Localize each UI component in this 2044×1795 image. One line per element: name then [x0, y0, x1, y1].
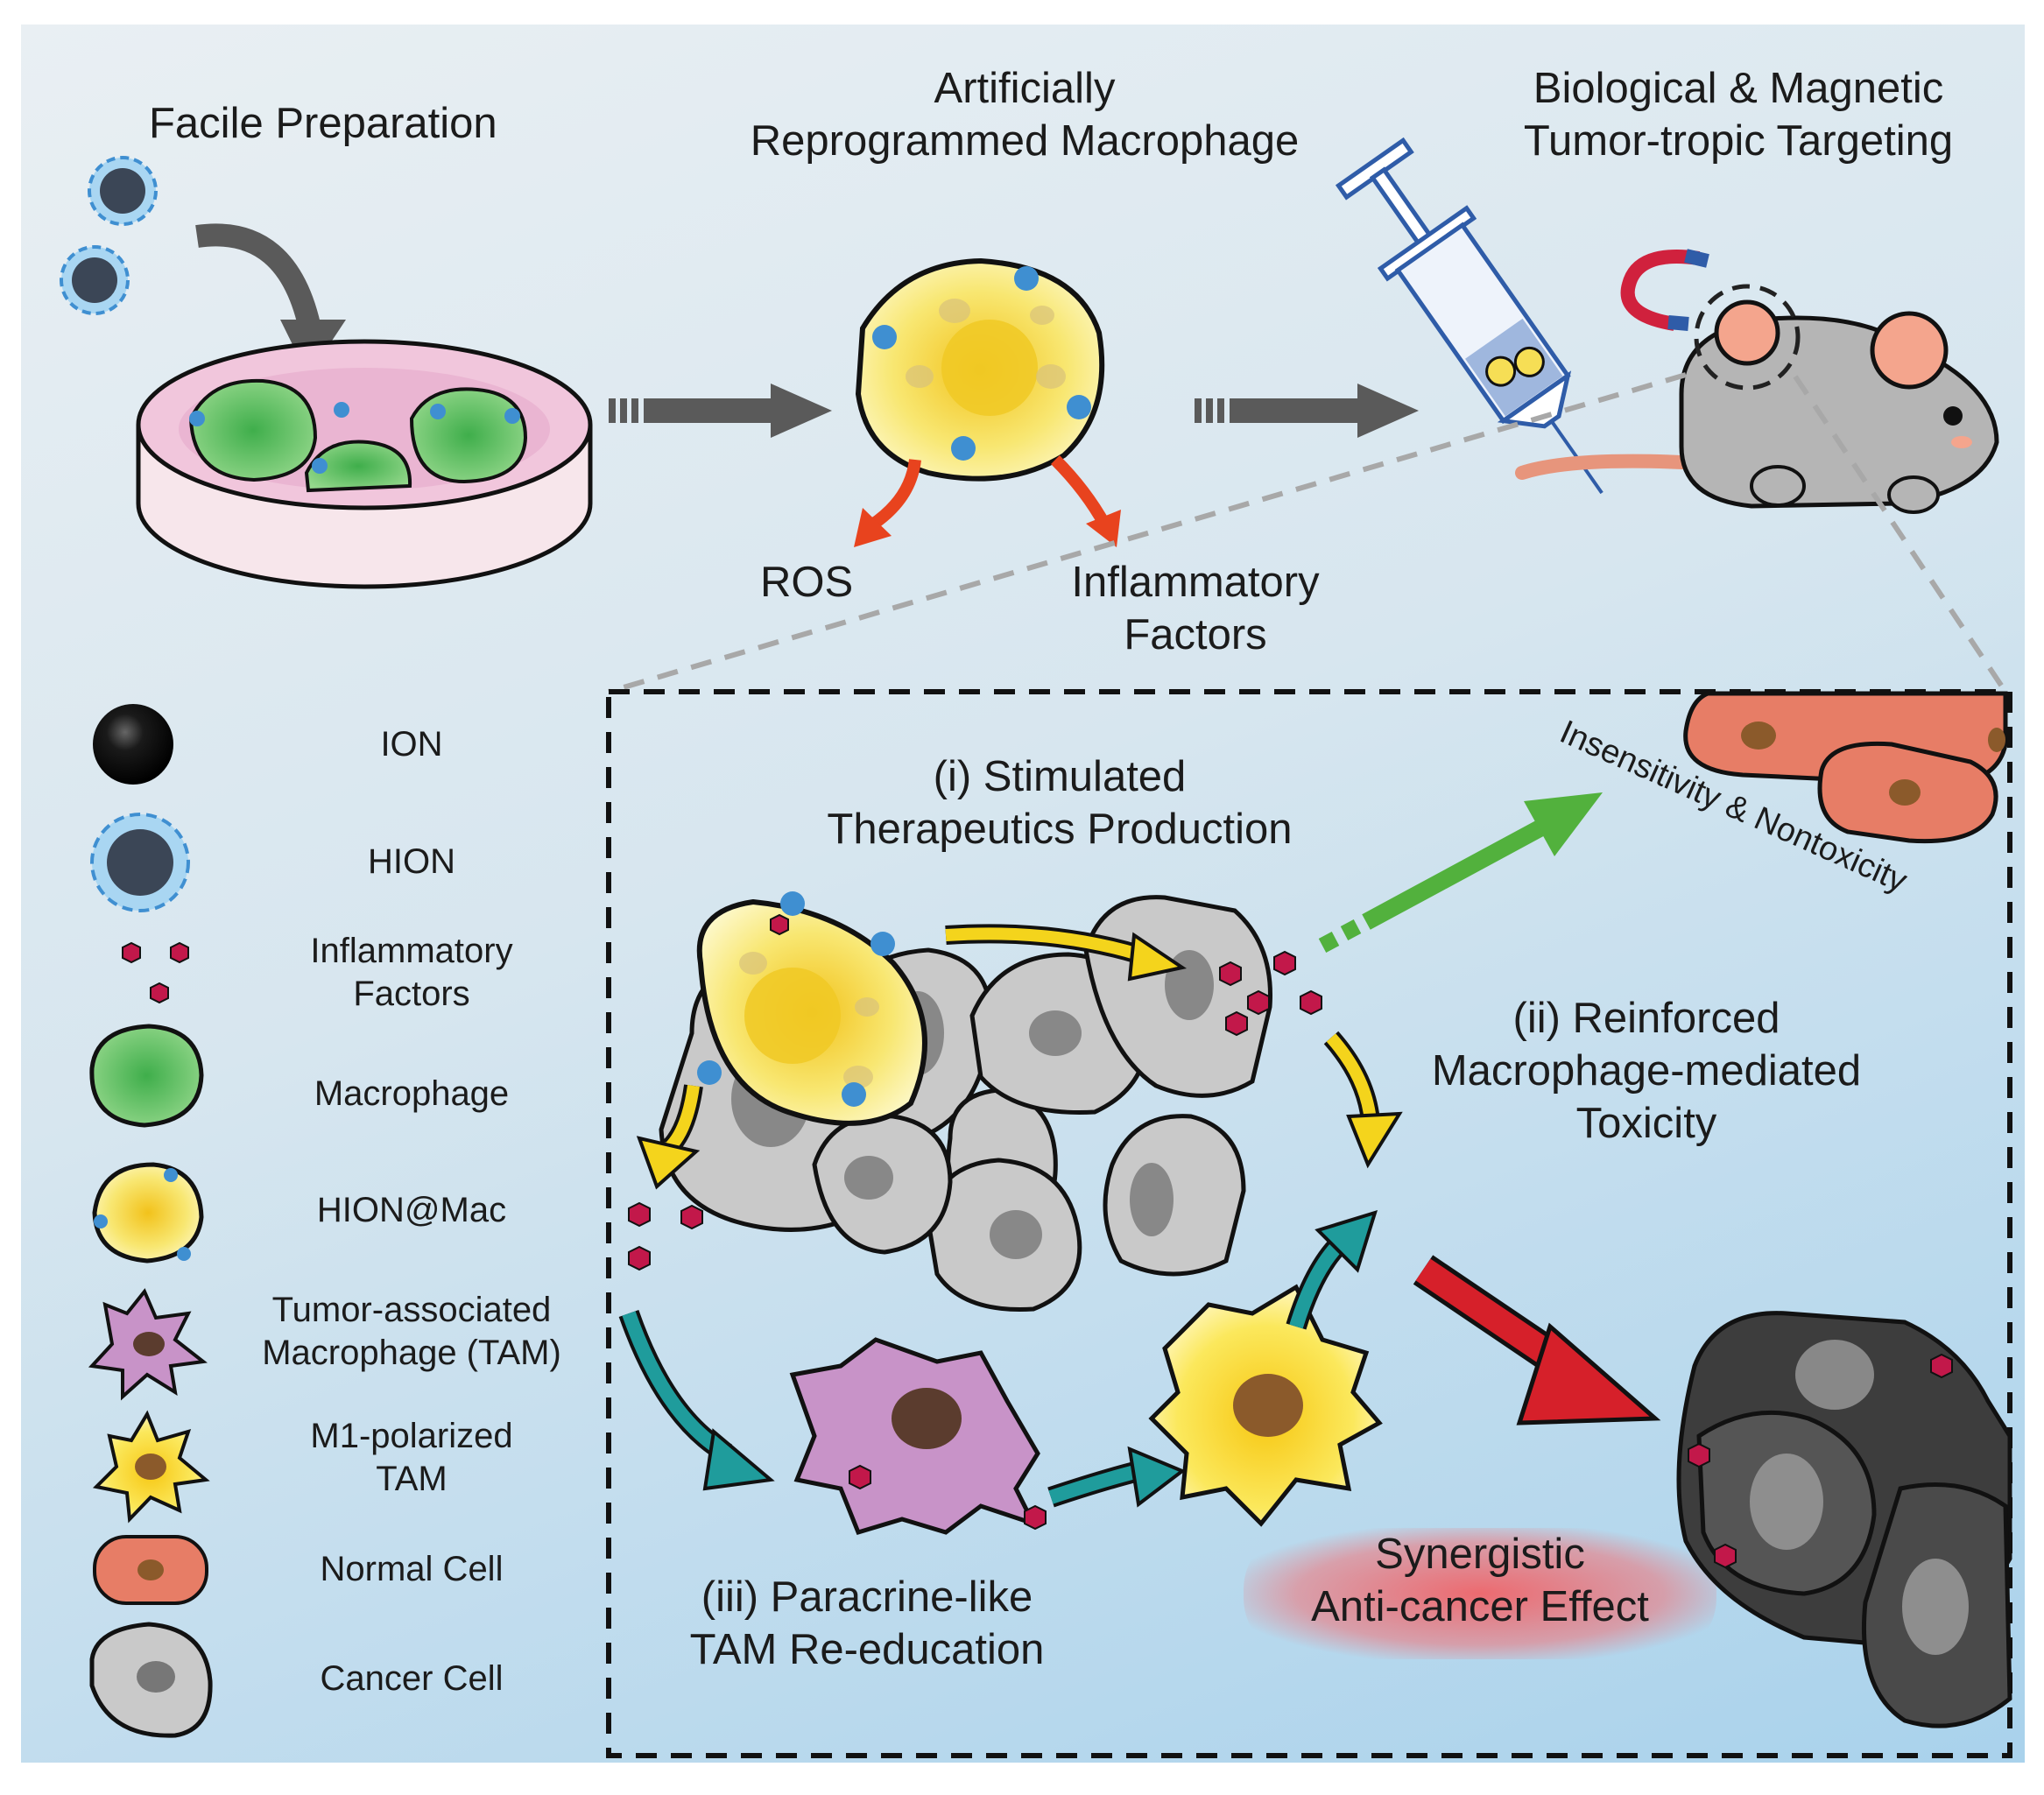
legend-label-tam: Tumor-associated Macrophage (TAM) — [262, 1291, 561, 1372]
legend-inflammatory-factors-icon — [122, 941, 189, 1004]
legend-label-macrophage: Macrophage — [314, 1074, 510, 1113]
legend-label-normal-cell: Normal Cell — [320, 1550, 504, 1588]
ros-label: ROS — [760, 559, 854, 606]
hion-particle-2 — [60, 245, 130, 315]
paracrine-reeducation-label: (iii) Paracrine-like TAM Re-education — [648, 1572, 1086, 1677]
legend-cancer-cell-icon — [89, 1622, 213, 1738]
mechanism-box — [606, 689, 2012, 1758]
legend-label-inflammatory-factors: Inflammatory Factors — [310, 932, 513, 1013]
legend-normal-cell-icon — [93, 1535, 208, 1605]
reinforced-line1: (ii) Reinforced — [1512, 995, 1780, 1042]
synergistic-line2: Anti-cancer Effect — [1311, 1582, 1649, 1630]
legend-m1-tam-icon — [92, 1410, 210, 1524]
hion-mac-cell-box — [696, 891, 927, 1126]
legend-label-hion-mac: HION@Mac — [316, 1191, 507, 1229]
inflammatory-line2: Factors — [1124, 610, 1267, 658]
legend-label-ion: ION — [380, 725, 443, 764]
petri-dish — [136, 339, 593, 589]
green-arrow — [1318, 792, 1603, 953]
inflammatory-line1: Inflammatory — [1071, 559, 1320, 606]
mouse-icon — [1515, 284, 1999, 514]
cancer-cells-cluster — [659, 895, 1272, 1312]
reinforced-line3: Toxicity — [1575, 1099, 1717, 1147]
zoom-line-right — [1793, 375, 2008, 693]
tam-cell — [789, 1337, 1047, 1536]
inflammatory-factors-label: Inflammatory Factors — [1051, 557, 1340, 662]
stimulated-production-label: (i) Stimulated Therapeutics Production — [788, 751, 1331, 856]
normal-cells-cluster — [1683, 691, 2008, 844]
hion-particle-1 — [88, 156, 158, 226]
legend-hion-icon — [90, 813, 190, 912]
magnet-icon — [1620, 249, 1709, 331]
synergistic-line1: Synergistic — [1375, 1531, 1585, 1578]
damaged-cancer-cells — [1676, 1311, 2012, 1728]
targeting-line2: Tumor-tropic Targeting — [1523, 116, 1954, 165]
targeting-line1: Biological & Magnetic — [1533, 65, 1944, 112]
facile-preparation-label: Facile Preparation — [149, 100, 497, 147]
legend-tam-icon — [88, 1288, 208, 1401]
paracrine-line1: (iii) Paracrine-like — [701, 1573, 1033, 1621]
reinforced-line2: Macrophage-mediated — [1431, 1046, 1862, 1095]
ros-arrow — [868, 458, 921, 531]
load-arrow — [195, 223, 322, 335]
inflammatory-arrow — [1051, 455, 1111, 529]
hion-mac-cell-top — [855, 257, 1105, 482]
stimulated-line2: Therapeutics Production — [827, 805, 1293, 853]
artificially-line2: Reprogrammed Macrophage — [750, 116, 1300, 165]
targeting-title: Biological & Magnetic Tumor-tropic Targe… — [1476, 63, 2001, 168]
legend-ion-icon — [93, 704, 173, 785]
zoom-line-left — [608, 372, 1687, 694]
legend-label-m1-tam: M1-polarized TAM — [310, 1417, 513, 1498]
artificially-reprogrammed-title: Artificially Reprogrammed Macrophage — [709, 63, 1340, 168]
legend-label-hion: HION — [368, 842, 455, 881]
synergistic-effect-label: Synergistic Anti-cancer Effect — [1261, 1529, 1699, 1634]
process-arrow-1 — [609, 384, 832, 438]
inflammatory-factors-released — [628, 950, 1322, 1271]
legend-macrophage-icon — [89, 1024, 204, 1128]
synergistic-glow — [1244, 1528, 1716, 1659]
artificially-line1: Artificially — [934, 65, 1116, 112]
paracrine-line2: TAM Re-education — [689, 1625, 1045, 1673]
red-arrow — [1413, 1255, 1661, 1425]
process-arrow-2 — [1195, 384, 1419, 438]
legend-label-cancer-cell: Cancer Cell — [320, 1659, 504, 1698]
m1-tam-cell — [1148, 1284, 1383, 1527]
reinforced-toxicity-label: (ii) Reinforced Macrophage-mediated Toxi… — [1392, 993, 1900, 1150]
syringe-icon — [1335, 137, 1603, 495]
stimulated-line1: (i) Stimulated — [933, 753, 1187, 800]
legend-hion-mac-icon — [92, 1162, 204, 1264]
